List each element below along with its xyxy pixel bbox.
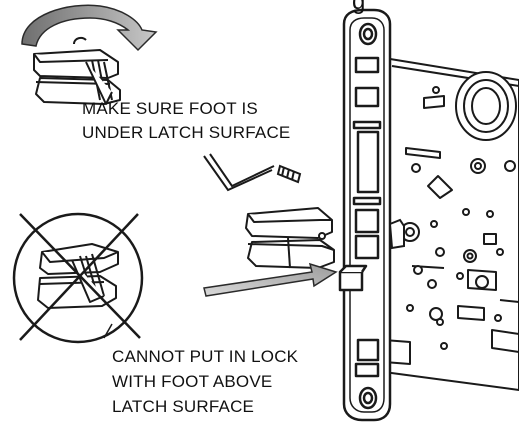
incorrect-note-line-2: WITH FOOT ABOVE: [112, 372, 273, 391]
incorrect-note-line-1: CANNOT PUT IN LOCK: [112, 347, 299, 366]
set-screw-icon: [276, 164, 302, 184]
lock-body: [383, 57, 519, 391]
latch-piece: [245, 207, 335, 269]
prohibited-icon: [12, 212, 144, 344]
leader-line: [103, 323, 113, 339]
insertion-arrow-icon: [203, 262, 338, 297]
rotation-arrow-icon: [21, 4, 158, 52]
faceplate: [338, 8, 392, 422]
incorrect-note-line-3: LATCH SURFACE: [112, 397, 255, 416]
hex-key-icon: [203, 153, 275, 192]
correct-note-line-1: MAKE SURE FOOT IS: [82, 99, 258, 118]
latch-bolt: [388, 218, 405, 250]
latch-foot-incorrect: [37, 243, 119, 309]
latch-foot-correct: [33, 36, 121, 105]
title-fragment: g: [352, 0, 366, 15]
correct-note-line-2: UNDER LATCH SURFACE: [82, 123, 291, 142]
